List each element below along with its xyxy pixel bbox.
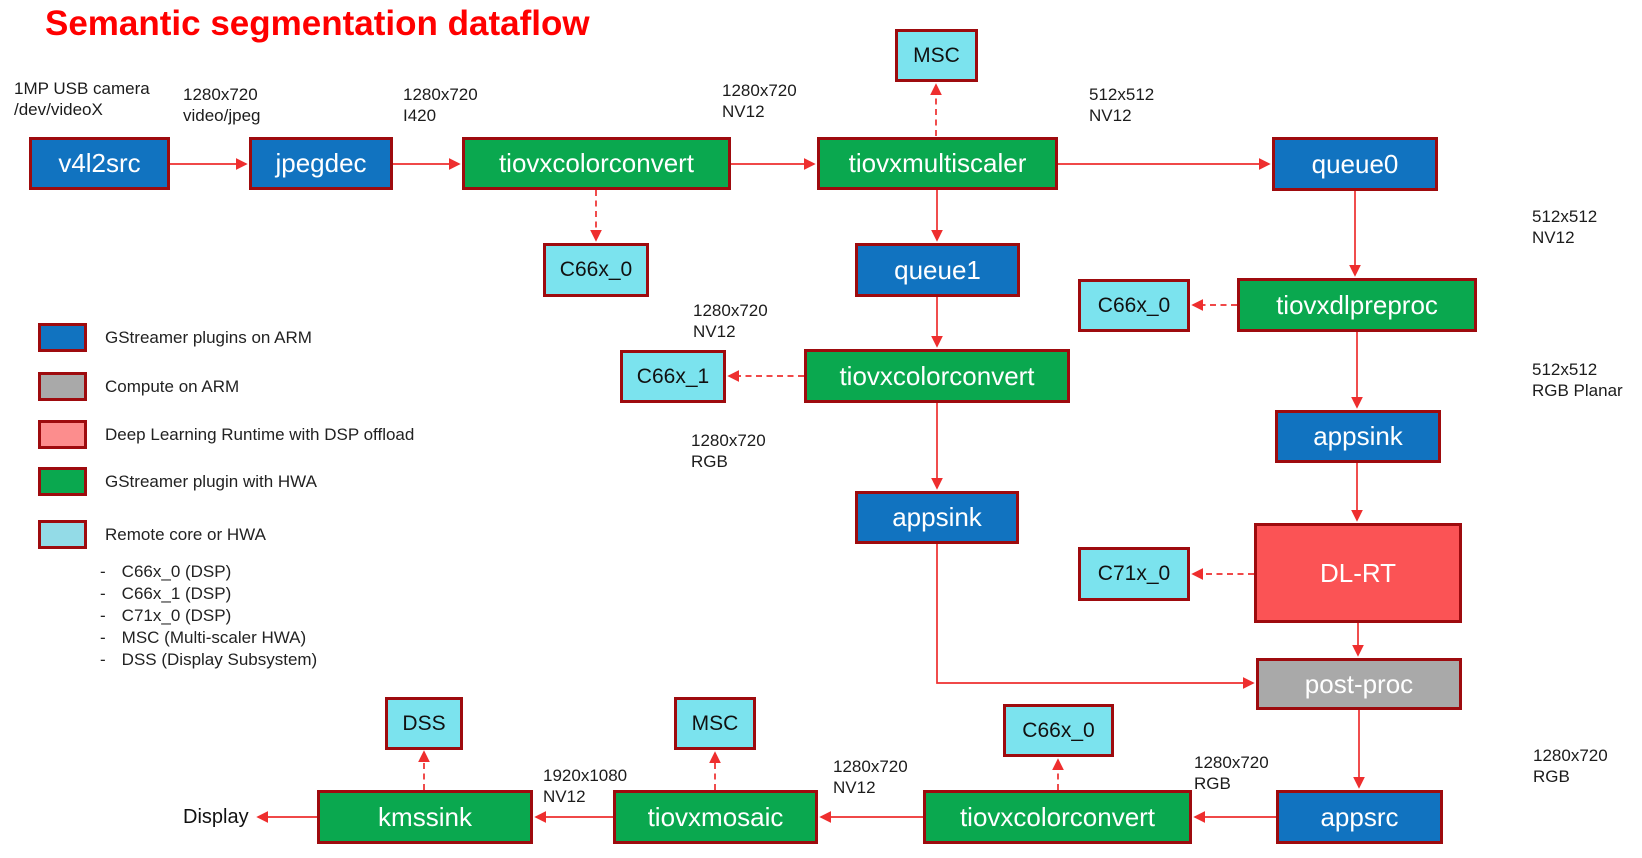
node-mosaic: tiovxmosaic [613,790,818,844]
label-512-nv12-top: 512x512 NV12 [1089,85,1155,125]
legend-label-compute-arm: Compute on ARM [105,377,240,396]
node-kmssink: kmssink [317,790,533,844]
label-nv12-bottom: 1280x720 NV12 [833,757,908,797]
bullet-dash: - [100,562,106,581]
core-label: C71x_0 (DSP) [121,606,232,625]
node-postproc: post-proc [1256,658,1462,710]
node-queue1: queue1 [855,243,1020,297]
node-dlpreproc: tiovxdlpreproc [1237,278,1477,332]
node-multiscaler: tiovxmultiscaler [817,137,1058,190]
label-video-jpeg: 1280x720 video/jpeg [183,85,261,125]
arrow-appsink-mid-postproc [936,544,1255,689]
node-colorconvert-bottom: tiovxcolorconvert [923,790,1192,844]
node-colorconvert-top: tiovxcolorconvert [462,137,731,190]
node-c66x0-b: C66x_0 [1078,279,1190,332]
node-colorconvert-mid: tiovxcolorconvert [804,349,1070,403]
label-camera-source: 1MP USB camera /dev/videoX [14,79,150,119]
label-512-nv12-right: 512x512 NV12 [1532,207,1598,247]
legend-swatch-hwa-plugin [38,467,87,496]
node-c71x0: C71x_0 [1078,547,1190,601]
core-label: DSS (Display Subsystem) [121,650,318,669]
core-list-item-c66x1: - C66x_1 (DSP) [100,584,231,604]
node-appsrc: appsrc [1276,790,1443,844]
node-appsink-mid: appsink [855,491,1019,544]
label-1080-nv12: 1920x1080 NV12 [543,766,628,806]
legend-swatch-arm-plugin [38,323,87,352]
legend-label-arm-plugin: GStreamer plugins on ARM [105,328,312,347]
legend-swatch-compute-arm [38,372,87,401]
bullet-dash: - [100,628,106,647]
legend-label-hwa-plugin: GStreamer plugin with HWA [105,472,317,491]
label-512-rgb-planar: 512x512 RGB Planar [1532,360,1623,400]
label-nv12-mid: 1280x720 NV12 [693,301,768,341]
node-dlrt: DL-RT [1254,523,1462,623]
bullet-dash: - [100,584,106,603]
page-title: Semantic segmentation dataflow [45,4,590,43]
label-i420: 1280x720 I420 [403,85,478,125]
legend-label-dl-runtime: Deep Learning Runtime with DSP offload [105,425,415,444]
node-jpegdec: jpegdec [249,137,393,190]
bullet-dash: - [100,606,106,625]
bullet-dash: - [100,650,106,669]
node-queue0: queue0 [1272,137,1438,191]
node-c66x1: C66x_1 [620,350,726,403]
legend-swatch-dl-runtime [38,420,87,449]
label-rgb-mid: 1280x720 RGB [691,431,766,471]
node-msc-bottom: MSC [674,697,756,750]
node-v4l2src: v4l2src [29,137,170,190]
core-list-item-dss: - DSS (Display Subsystem) [100,650,317,670]
legend-label-remote-core: Remote core or HWA [105,525,266,544]
node-dss: DSS [385,697,463,750]
core-list-item-c66x0: - C66x_0 (DSP) [100,562,231,582]
node-msc-top: MSC [895,29,978,82]
label-rgb-right-bottom: 1280x720 RGB [1533,746,1608,786]
core-list-item-msc: - MSC (Multi-scaler HWA) [100,628,306,648]
display-output-label: Display [183,806,249,828]
label-nv12-top: 1280x720 NV12 [722,81,797,121]
node-appsink-right: appsink [1275,410,1441,463]
core-label: C66x_1 (DSP) [121,584,232,603]
node-c66x0-c: C66x_0 [1003,704,1114,757]
node-c66x0-a: C66x_0 [543,243,649,297]
label-rgb-appsrc: 1280x720 RGB [1194,753,1269,793]
core-list-item-c71x0: - C71x_0 (DSP) [100,606,231,626]
core-label: MSC (Multi-scaler HWA) [121,628,307,647]
legend-swatch-remote-core [38,520,87,549]
core-label: C66x_0 (DSP) [121,562,232,581]
